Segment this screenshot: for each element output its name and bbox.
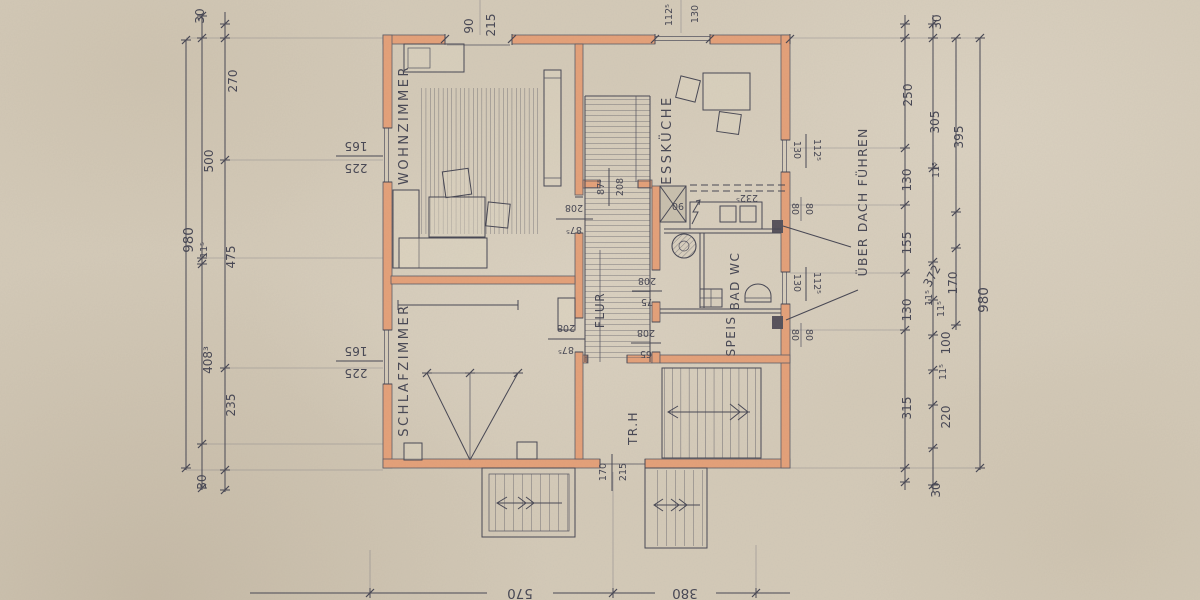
paper-grain-overlay (0, 0, 1200, 600)
floor-plan-drawing: 30 270 500 980 11⁵ 475 408³ 235 30 30 25… (0, 0, 1200, 600)
floor-plan-scan: 30 270 500 980 11⁵ 475 408³ 235 30 30 25… (0, 0, 1200, 600)
